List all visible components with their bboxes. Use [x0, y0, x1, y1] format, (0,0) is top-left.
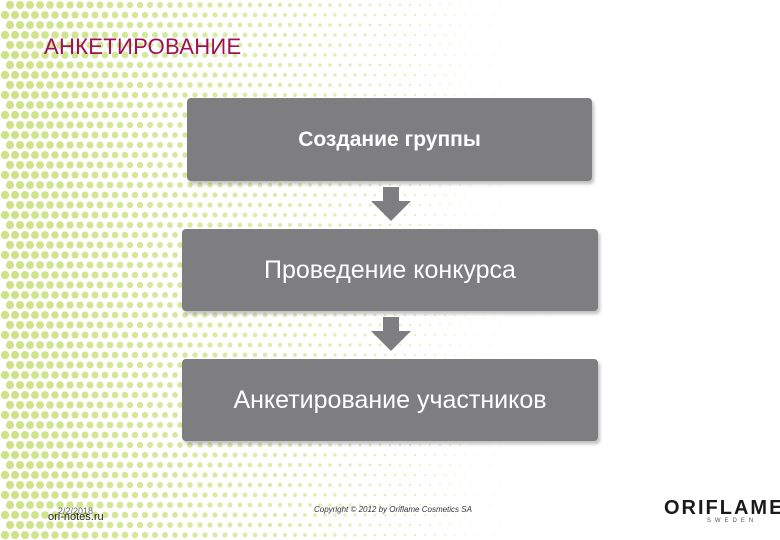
oriflame-logo: ORIFLAME SWEDEN [664, 497, 780, 528]
footer-copyright: Copyright © 2012 by Oriflame Cosmetics S… [314, 505, 472, 514]
step-label-create-group: Создание группы [298, 127, 481, 151]
step-box-contest: Проведение конкурса [182, 229, 598, 311]
step-box-create-group: Создание группы [187, 98, 592, 181]
step-label-survey: Анкетирование участников [233, 385, 547, 414]
footer-site: ori-notes.ru [48, 511, 104, 523]
logo-text: ORIFLAME [664, 497, 780, 519]
step-label-contest: Проведение конкурса [264, 255, 516, 284]
slide-title: АНКЕТИРОВАНИЕ [44, 34, 242, 59]
footer-date: 2/2/2018 [58, 506, 94, 516]
down-arrow-icon [371, 317, 411, 351]
logo-subtext: SWEDEN [706, 518, 758, 524]
down-arrow-icon [371, 187, 411, 221]
step-box-survey: Анкетирование участников [182, 359, 598, 441]
